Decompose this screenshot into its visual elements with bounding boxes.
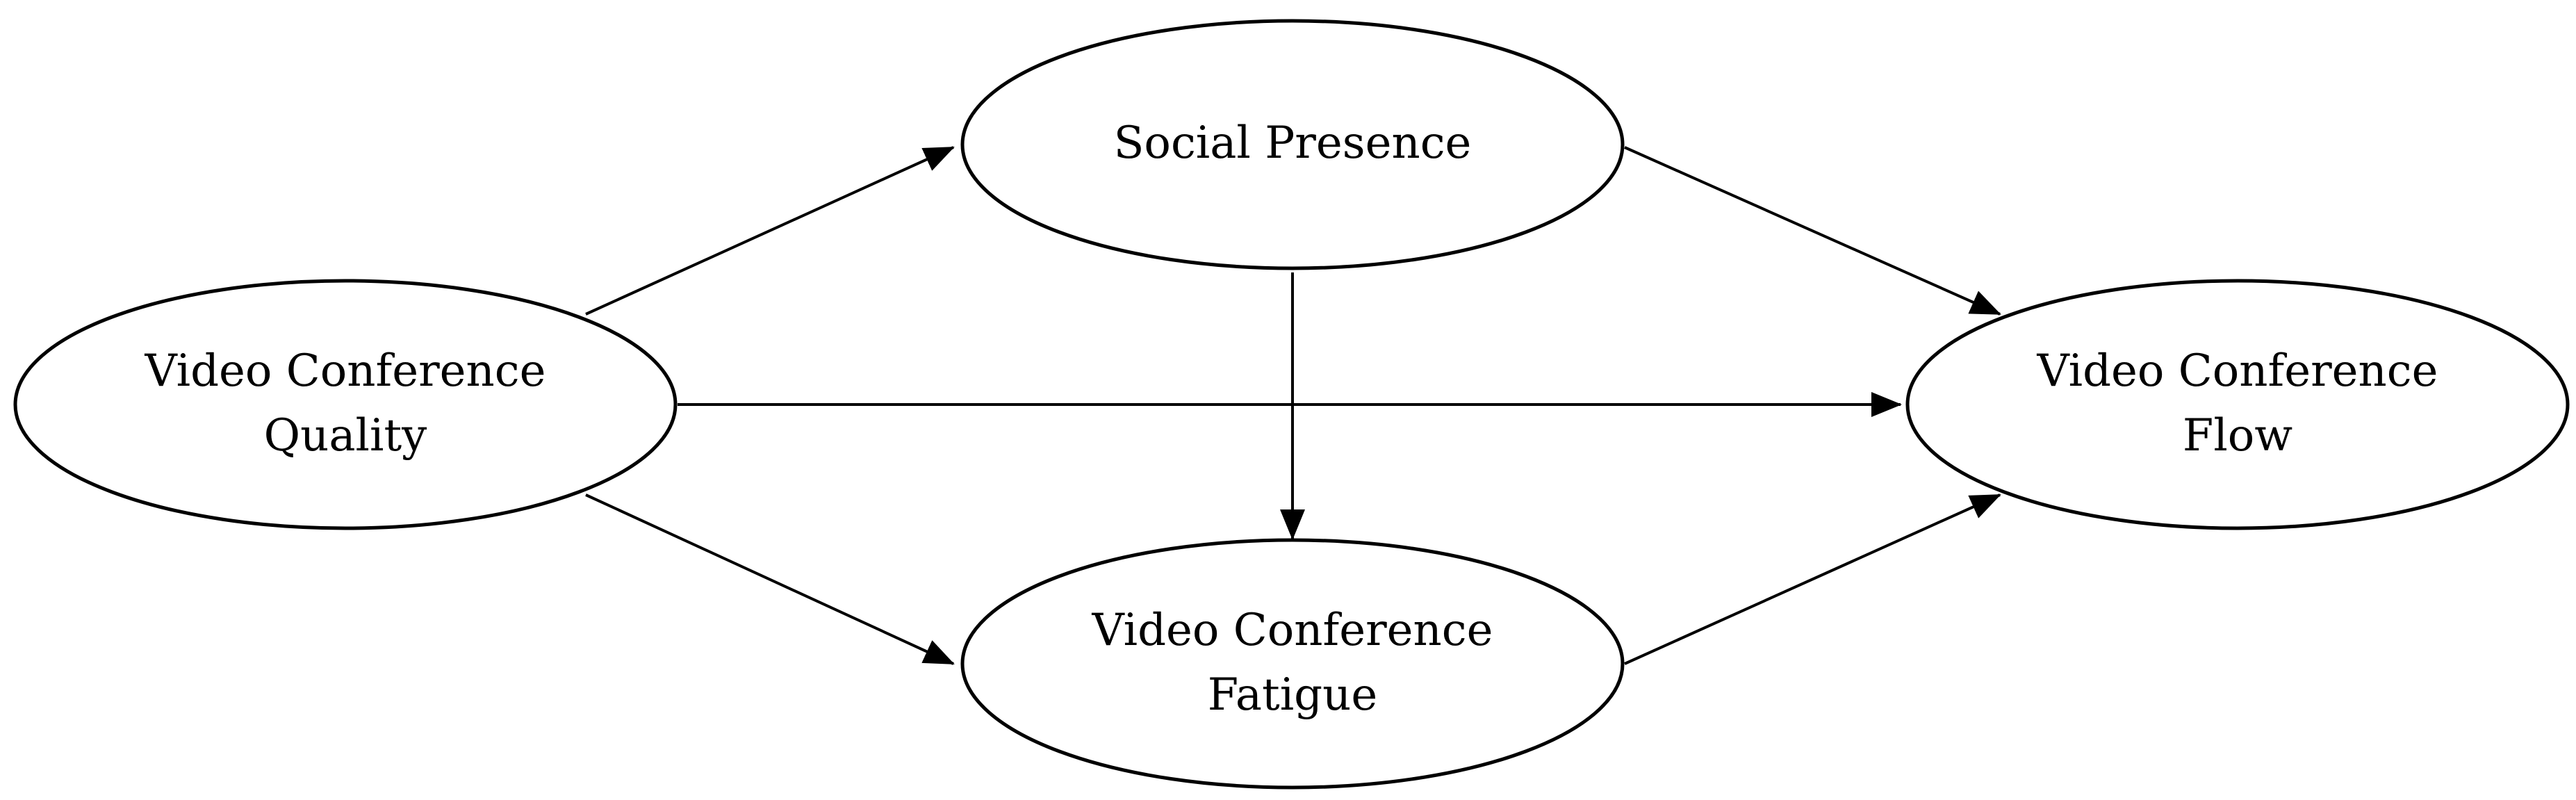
node-fatigue-ellipse xyxy=(960,538,1625,790)
node-video-conference-fatigue: Video Conference Fatigue xyxy=(960,538,1625,790)
node-quality-label-line1: Video Conference xyxy=(145,345,546,397)
node-flow-ellipse xyxy=(1905,279,2570,530)
node-flow-label-line1: Video Conference xyxy=(2037,345,2438,397)
node-flow-label-line2: Flow xyxy=(2183,410,2292,462)
edge-quality-to-social-presence xyxy=(585,146,955,316)
edge-fatigue-to-flow xyxy=(1624,493,2001,665)
edge-social-presence-to-flow xyxy=(1624,146,2001,316)
node-fatigue-label-line1: Video Conference xyxy=(1092,605,1493,656)
node-quality-ellipse xyxy=(13,279,678,530)
node-social-ellipse xyxy=(960,19,1625,270)
node-fatigue-label-line2: Fatigue xyxy=(1208,669,1377,721)
node-social-presence: Social Presence xyxy=(960,19,1625,270)
node-video-conference-flow: Video Conference Flow xyxy=(1905,279,2570,530)
node-social-label: Social Presence xyxy=(1114,117,1472,169)
edge-quality-to-fatigue xyxy=(585,493,955,665)
node-video-conference-quality: Video Conference Quality xyxy=(13,279,678,530)
node-quality-label-line2: Quality xyxy=(264,410,427,462)
